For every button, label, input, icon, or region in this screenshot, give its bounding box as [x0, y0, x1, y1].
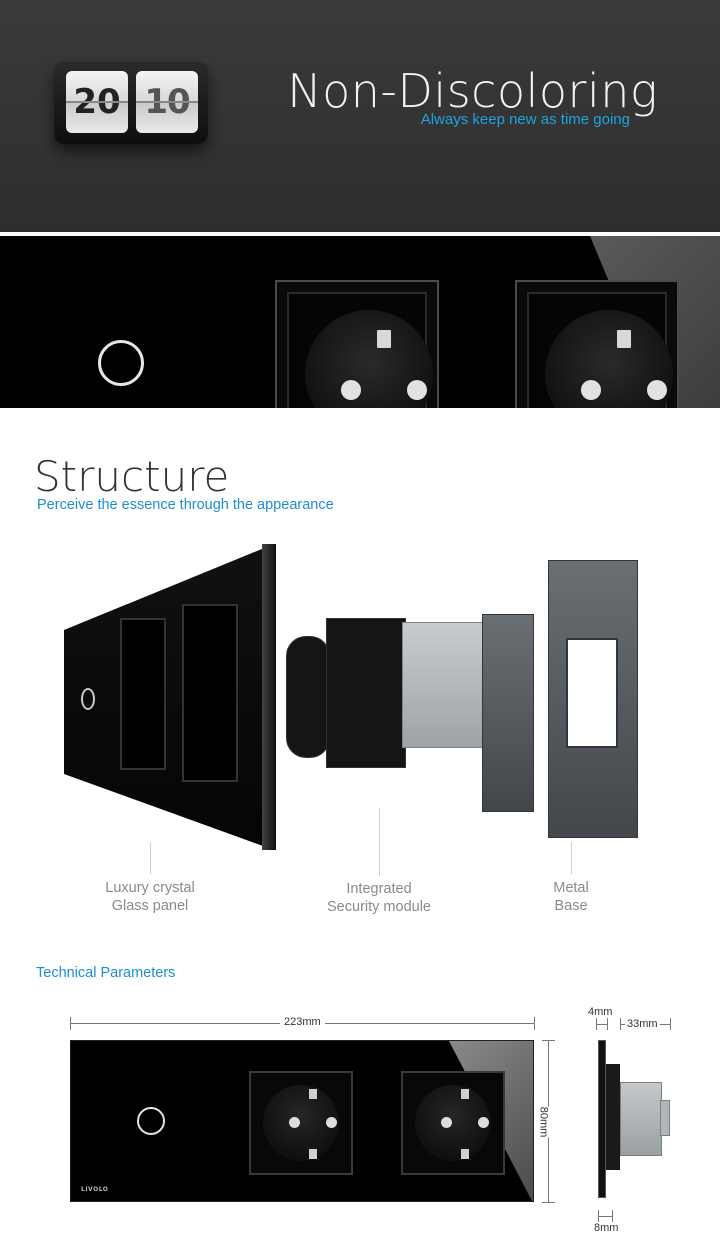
socket-cover-illustration [286, 636, 330, 758]
pin-hole-icon [326, 1117, 337, 1128]
pin-hole-icon [289, 1117, 300, 1128]
structure-subtitle: Perceive the essence through the appeara… [37, 497, 334, 513]
side-module-tab [660, 1100, 670, 1136]
height-dimension-label: 80mm [535, 1106, 552, 1138]
callout-line [150, 842, 151, 874]
pin-hole-icon [478, 1117, 489, 1128]
panel-socket-opening [120, 618, 166, 770]
earth-clip-icon [461, 1149, 469, 1159]
side-panel-drawing [598, 1040, 606, 1198]
metal-base-illustration [482, 614, 534, 812]
side-socket-body [606, 1064, 620, 1170]
socket-cup [545, 310, 673, 408]
glass-panel-edge [262, 544, 276, 850]
socket-outlet [401, 1071, 505, 1175]
earth-clip-icon [377, 330, 391, 348]
clock-minute-card: 10 [136, 71, 198, 133]
socket-cover-illustration [326, 618, 406, 768]
product-photo-strip [0, 236, 720, 408]
touch-button-ring-icon [81, 688, 95, 710]
pin-hole-icon [441, 1117, 452, 1128]
pin-hole-icon [341, 380, 361, 400]
panel-socket-opening [182, 604, 238, 782]
component-label-glass: Luxury crystal Glass panel [105, 880, 195, 914]
earth-clip-icon [309, 1089, 317, 1099]
socket-outlet [515, 280, 679, 408]
socket-outlet [275, 280, 439, 408]
clock-hour-card: 20 [66, 71, 128, 133]
earth-clip-icon [617, 330, 631, 348]
module-depth-label: 33mm [625, 1018, 660, 1030]
side-security-module [620, 1082, 662, 1156]
front-panel-drawing: LIVOLO [70, 1040, 534, 1202]
hero-subtitle: Always keep new as time going [420, 111, 630, 128]
glass-panel-illustration [64, 544, 274, 850]
flip-clock-icon: 20 10 [54, 62, 208, 144]
pin-hole-icon [407, 380, 427, 400]
pin-hole-icon [581, 380, 601, 400]
metal-base-opening [566, 638, 618, 748]
touch-button-ring-icon [137, 1107, 165, 1135]
brand-logo: LIVOLO [81, 1186, 109, 1193]
hero-title: Non-Discoloring [287, 64, 658, 118]
hero-banner: 20 10 Non-Discoloring Always keep new as… [0, 0, 720, 232]
earth-clip-icon [309, 1149, 317, 1159]
security-module-illustration [402, 622, 496, 748]
earth-clip-icon [461, 1089, 469, 1099]
technical-parameters-title: Technical Parameters [36, 965, 176, 981]
base-thickness-label: 8mm [594, 1222, 619, 1234]
width-dimension-label: 223mm [280, 1016, 325, 1028]
exploded-view-illustration [0, 530, 720, 850]
touch-button-ring-icon [98, 340, 144, 386]
component-label-base: Metal Base [553, 880, 589, 914]
pin-hole-icon [647, 380, 667, 400]
structure-title: Structure [34, 452, 230, 501]
panel-thickness-label: 4mm [588, 1006, 613, 1018]
callout-line [571, 842, 572, 874]
socket-cup [305, 310, 433, 408]
callout-line [379, 808, 380, 876]
component-label-module: Integrated Security module [327, 881, 431, 915]
socket-outlet [249, 1071, 353, 1175]
